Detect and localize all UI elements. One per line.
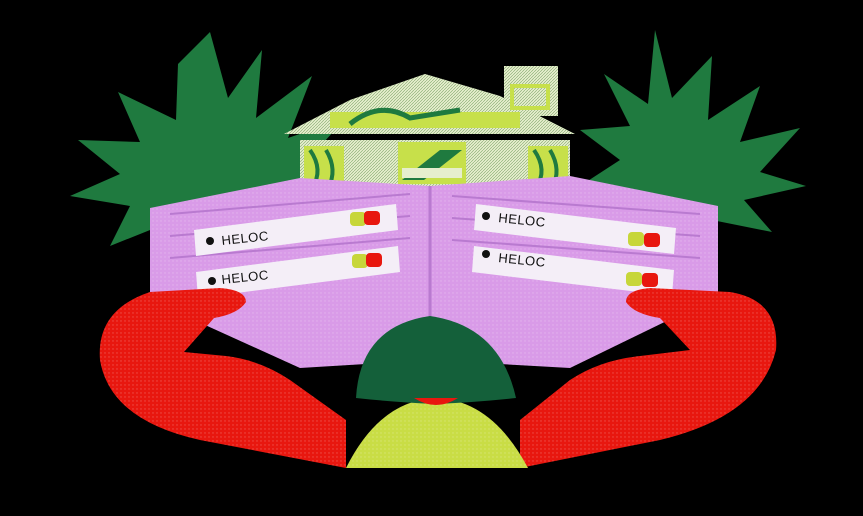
bullet-icon: [206, 237, 214, 245]
left-arm: [99, 288, 346, 468]
card-chip: [626, 272, 642, 286]
card-chip: [350, 212, 366, 226]
card-label: HELOC: [498, 250, 547, 270]
right-card-1: HELOC: [474, 204, 676, 254]
person: [346, 316, 528, 468]
card-chip: [628, 232, 644, 246]
card-chip: [644, 233, 660, 247]
card-chip: [352, 254, 368, 268]
card-label: HELOC: [221, 267, 270, 287]
card-label: HELOC: [498, 210, 547, 230]
left-plant: [70, 32, 346, 260]
right-card-2: HELOC: [472, 246, 674, 296]
right-arm: [520, 288, 777, 468]
money-house: [284, 66, 575, 196]
bullet-icon: [208, 277, 216, 285]
bullet-icon: [482, 250, 490, 258]
card-chip: [366, 253, 382, 267]
card-chip: [642, 273, 658, 287]
card-chip: [364, 211, 380, 225]
bullet-icon: [482, 212, 490, 220]
card-label: HELOC: [221, 228, 270, 248]
left-card-2: HELOC: [196, 246, 400, 298]
left-card-1: HELOC: [194, 204, 398, 256]
